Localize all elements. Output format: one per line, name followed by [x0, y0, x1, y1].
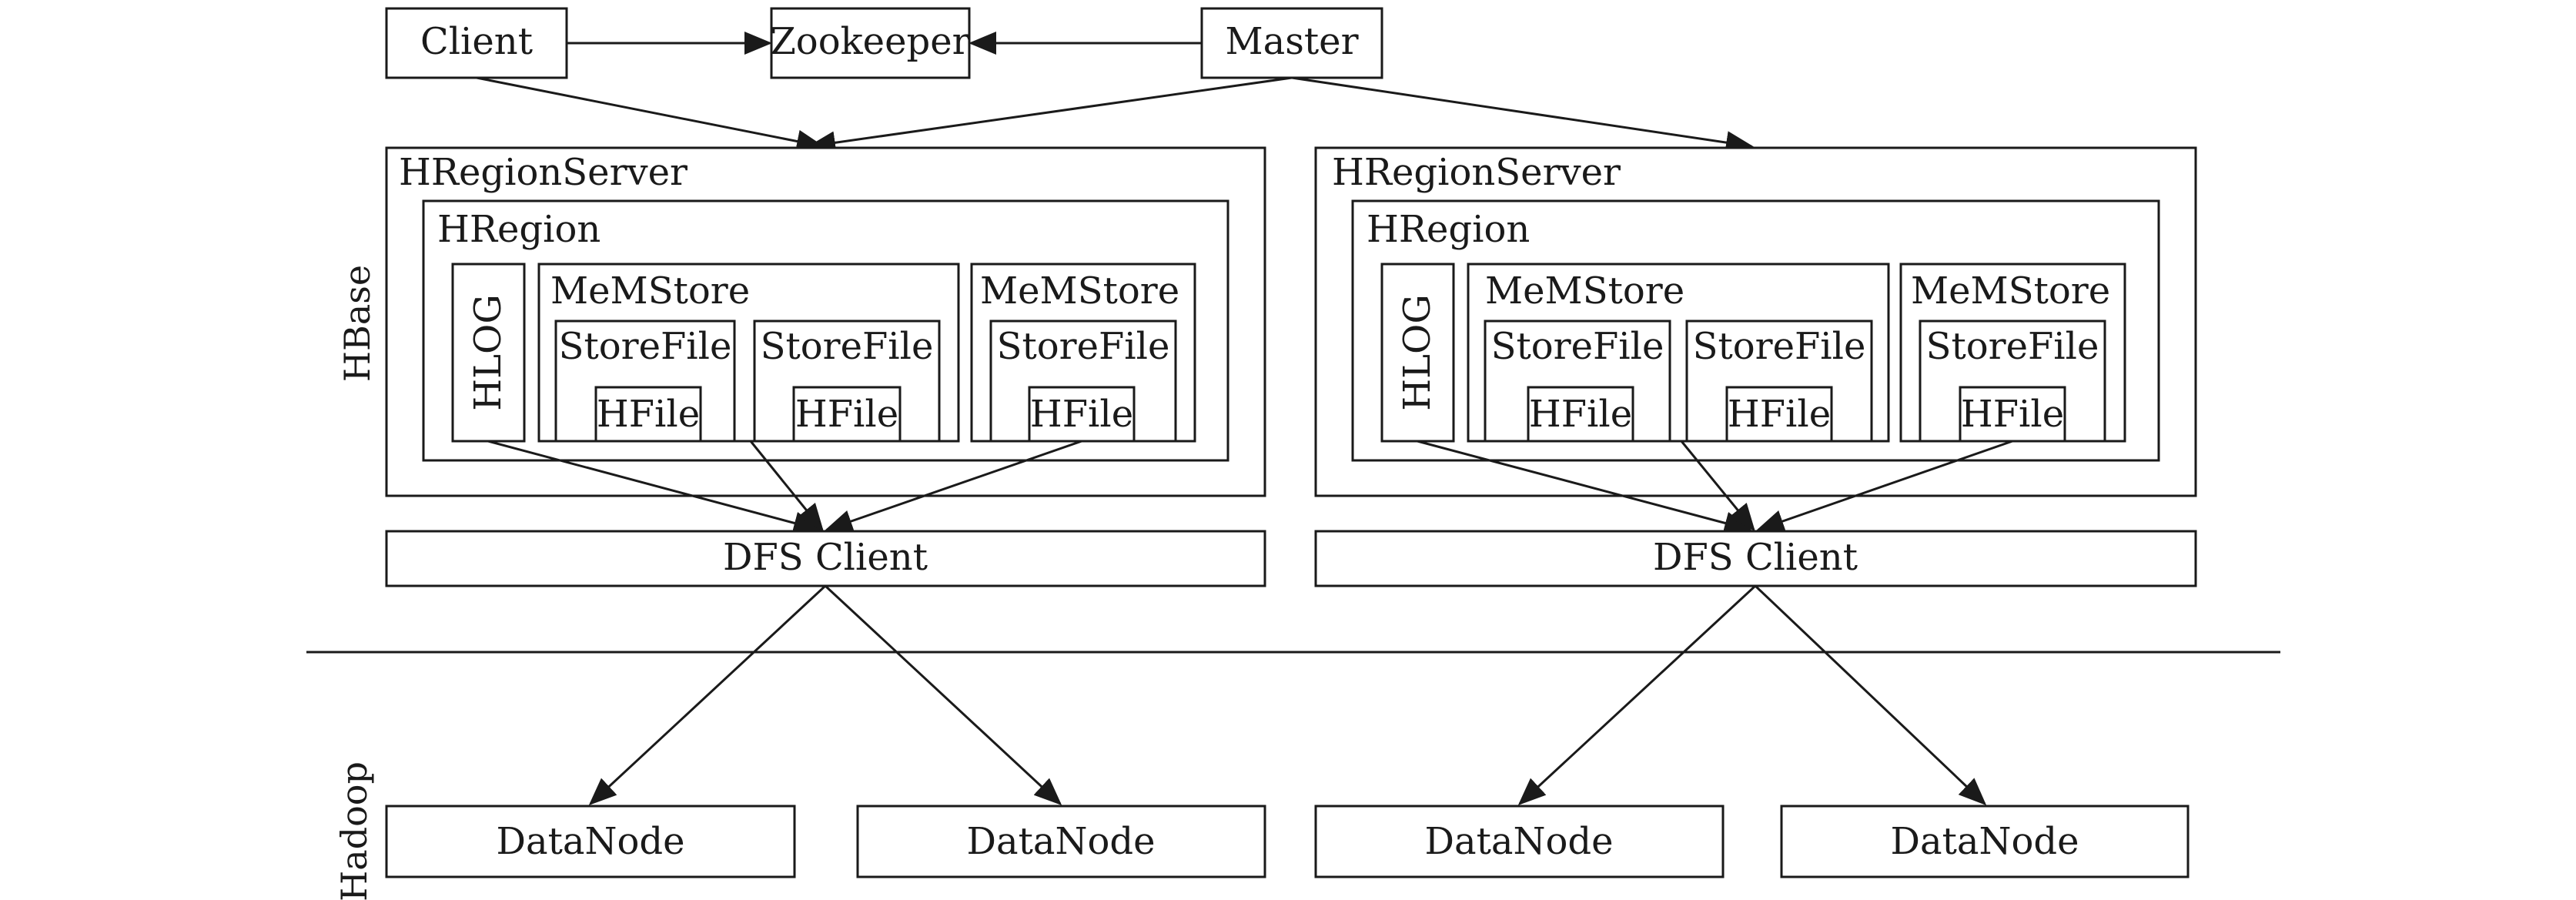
hbase-side-label: HBase	[336, 265, 378, 382]
datanode-label: DataNode	[966, 820, 1155, 863]
hregion-label: HRegion	[1367, 208, 1530, 251]
edge-master-regionserver-2	[1291, 76, 1754, 154]
storefile-box: StoreFile HFile	[1484, 320, 1671, 443]
edge-hfile-dfs-1	[749, 440, 824, 532]
hfile-label: HFile	[1529, 393, 1632, 436]
edge-hfile-dfs-4	[1756, 440, 2013, 533]
datanode-2: DataNode	[856, 805, 1266, 878]
storefile-label: StoreFile	[559, 325, 732, 368]
storefile-label: StoreFile	[761, 325, 934, 368]
dfs-client-2: DFS Client	[1314, 530, 2197, 587]
hfile-box	[594, 386, 702, 443]
hfile-label: HFile	[597, 393, 700, 436]
edge-dfs-datanode-2	[824, 584, 1062, 806]
edge-dfs-datanode-3	[1517, 584, 1757, 806]
hlog-box: HLOG	[1380, 263, 1455, 443]
storefile-box: StoreFile HFile	[753, 320, 941, 443]
hfile-box	[1028, 386, 1136, 443]
hfile-box	[1725, 386, 1833, 443]
datanode-label: DataNode	[496, 820, 684, 863]
edge-hfile-dfs-2	[825, 440, 1082, 533]
edge-hfile-dfs-3	[1680, 440, 1755, 532]
hregion: HRegion HLOG MeMStore StoreFile HFile St…	[422, 199, 1229, 462]
memstore-box: MeMStore StoreFile HFile StoreFile HFile	[1467, 263, 1890, 443]
region-server-1: HRegionServer HRegion HLOG MeMStore Stor…	[385, 146, 1266, 497]
edge-client-regionserver-1	[476, 76, 825, 153]
edge-hlog-dfs-3	[1417, 440, 1752, 535]
zookeeper-node: Zookeeper	[770, 7, 971, 79]
hregion-label: HRegion	[437, 208, 601, 251]
storefile-box: StoreFile HFile	[1919, 320, 2106, 443]
datanode-label: DataNode	[1424, 820, 1613, 863]
memstore-box: MeMStore StoreFile HFile	[1899, 263, 2126, 443]
edge-dfs-datanode-1	[588, 584, 827, 806]
hlog-box: HLOG	[451, 263, 526, 443]
storefile-label: StoreFile	[1926, 325, 2099, 368]
zookeeper-label: Zookeeper	[770, 20, 969, 63]
datanode-3: DataNode	[1314, 805, 1725, 878]
datanode-1: DataNode	[385, 805, 796, 878]
dfs-client-label: DFS Client	[723, 536, 928, 579]
edge-hlog-dfs-1	[487, 440, 821, 534]
memstore-label: MeMStore	[980, 269, 1179, 313]
hregion: HRegion HLOG MeMStore StoreFile HFile St…	[1351, 199, 2160, 462]
storefile-label: StoreFile	[1693, 325, 1866, 368]
region-server-2: HRegionServer HRegion HLOG MeMStore Stor…	[1314, 146, 2197, 497]
client-node: Client	[385, 7, 568, 79]
client-label: Client	[420, 20, 533, 63]
region-server-title: HRegionServer	[399, 151, 687, 194]
hfile-label: HFile	[795, 393, 898, 436]
memstore-box: MeMStore StoreFile HFile StoreFile HFile	[537, 263, 960, 443]
hlog-label: HLOG	[467, 294, 510, 410]
memstore-label: MeMStore	[550, 269, 750, 313]
hfile-label: HFile	[1961, 393, 2064, 436]
hfile-label: HFile	[1728, 393, 1831, 436]
dfs-client-label: DFS Client	[1653, 536, 1858, 579]
edge-dfs-datanode-4	[1754, 584, 1987, 806]
storefile-label: StoreFile	[997, 325, 1170, 368]
hfile-label: HFile	[1030, 393, 1133, 436]
memstore-box: MeMStore StoreFile HFile	[970, 263, 1196, 443]
datanode-label: DataNode	[1890, 820, 2079, 863]
storefile-box: StoreFile HFile	[554, 320, 736, 443]
storefile-box: StoreFile HFile	[989, 320, 1177, 443]
dfs-client-1: DFS Client	[385, 530, 1266, 587]
master-node: Master	[1200, 7, 1383, 79]
memstore-label: MeMStore	[1485, 269, 1684, 313]
master-label: Master	[1225, 20, 1358, 63]
storefile-label: StoreFile	[1491, 325, 1664, 368]
hfile-box	[792, 386, 902, 443]
hfile-box	[1959, 386, 2066, 443]
memstore-label: MeMStore	[1911, 269, 2110, 313]
datanode-4: DataNode	[1780, 805, 2190, 878]
hfile-box	[1527, 386, 1634, 443]
edge-master-regionserver-1	[808, 76, 1293, 155]
hadoop-side-label: Hadoop	[333, 761, 375, 900]
hlog-label: HLOG	[1396, 294, 1439, 410]
storefile-box: StoreFile HFile	[1685, 320, 1873, 443]
region-server-title: HRegionServer	[1332, 151, 1621, 194]
